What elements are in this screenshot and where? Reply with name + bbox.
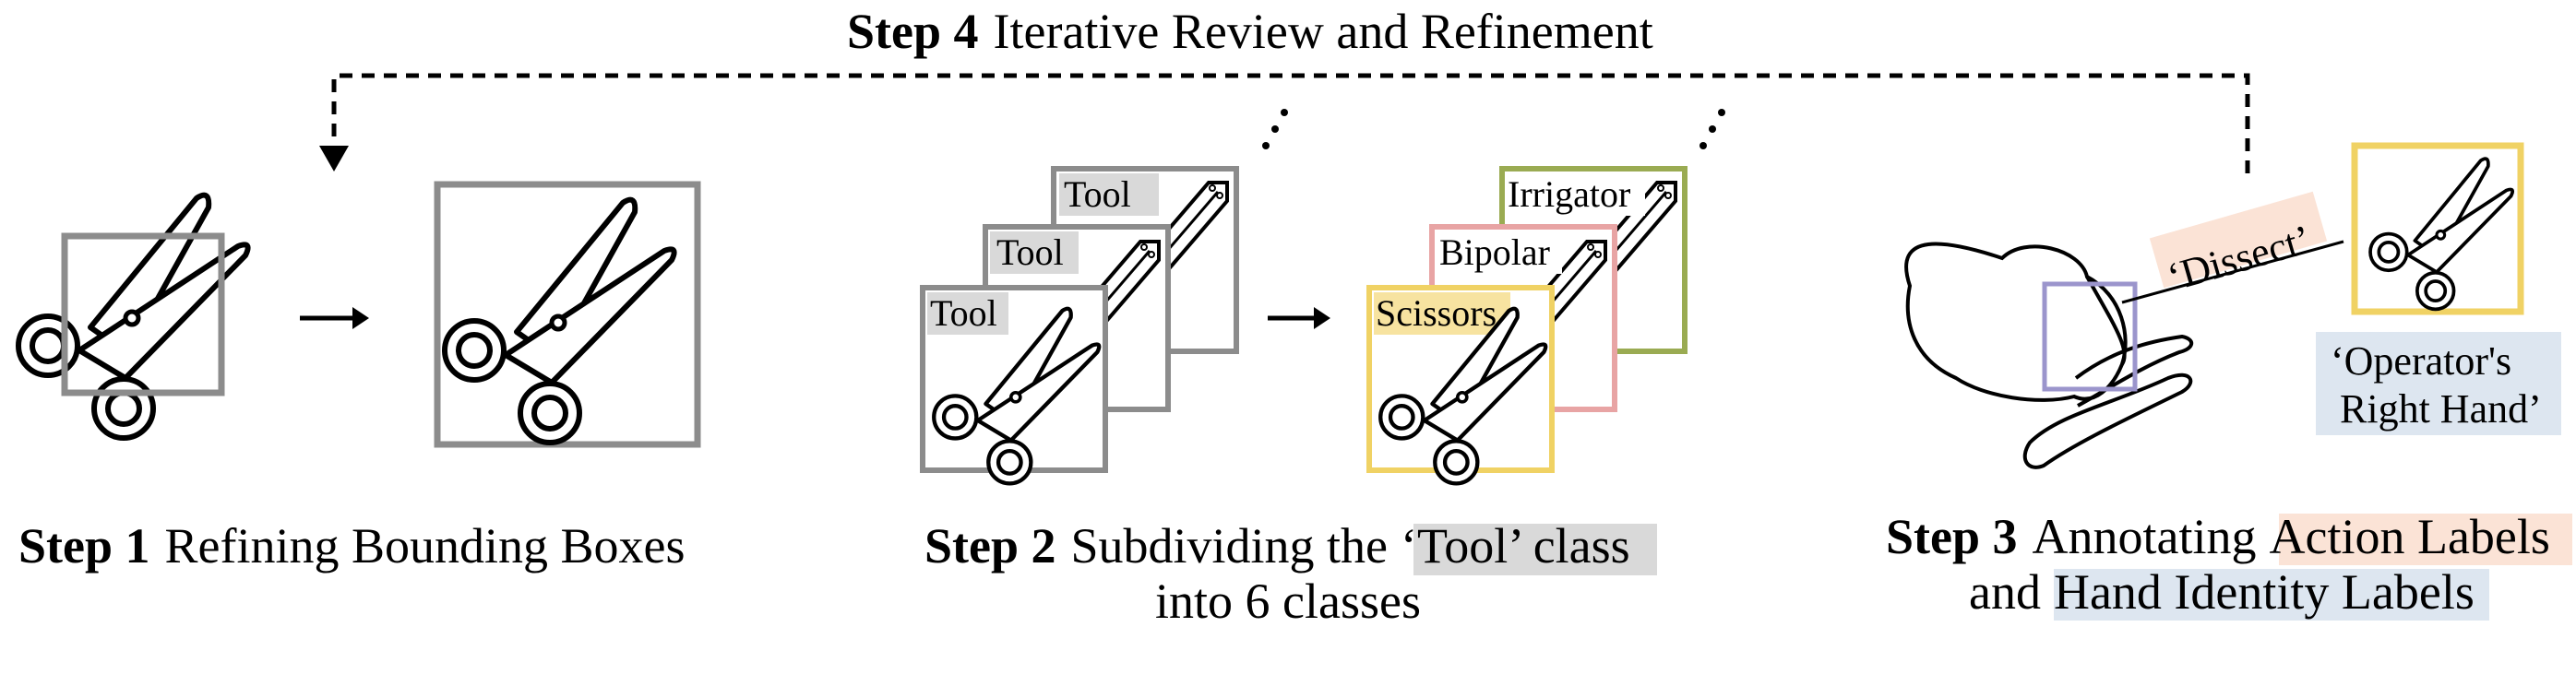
- ellipsis-icon: [1262, 109, 1288, 149]
- arrow-right-icon: [1268, 307, 1330, 329]
- svg-text:Tool: Tool: [996, 231, 1064, 273]
- refined-bounding-box: [434, 181, 701, 448]
- hand-outline-icon: [1904, 242, 2194, 469]
- hand-to-tool-link: [2121, 240, 2344, 304]
- hand-identity-highlight: [2054, 569, 2489, 621]
- hand-bounding-box: [2042, 281, 2138, 392]
- dashed-feedback-arrow: [331, 73, 2250, 173]
- ellipsis-icon: [1699, 109, 1725, 149]
- tool-frame: Tool: [920, 285, 1108, 483]
- scissors-icon: [18, 195, 248, 438]
- arrow-right-icon: [300, 307, 369, 329]
- hand-label-box: [2316, 332, 2561, 435]
- step2-caption-line2: into 6 classes: [1155, 574, 1421, 629]
- hand-label-line2: Right Hand’: [2340, 386, 2542, 432]
- scissors-frame: Scissors: [1366, 285, 1555, 483]
- scissors-icon: [445, 200, 674, 443]
- loose-bounding-box: [61, 232, 225, 396]
- step2-panel: Tool Tool Tool Irri: [920, 109, 1725, 629]
- action-labels-highlight: [2279, 514, 2572, 565]
- svg-text:Irrigator: Irrigator: [1508, 173, 1630, 215]
- svg-text:Scissors: Scissors: [1376, 292, 1497, 334]
- step3-panel: ‘Dissect’ ‘Operator's Right Hand’ Step 3…: [1886, 142, 2572, 621]
- svg-text:Tool: Tool: [930, 292, 997, 334]
- svg-text:Tool: Tool: [1064, 173, 1131, 215]
- feedback-arrow-head: [319, 146, 349, 172]
- tool-class-highlight: [1413, 524, 1657, 575]
- action-label-box: [2149, 191, 2328, 289]
- hand-label-line1: ‘Operator's: [2331, 338, 2511, 384]
- svg-text:Bipolar: Bipolar: [1439, 231, 1550, 273]
